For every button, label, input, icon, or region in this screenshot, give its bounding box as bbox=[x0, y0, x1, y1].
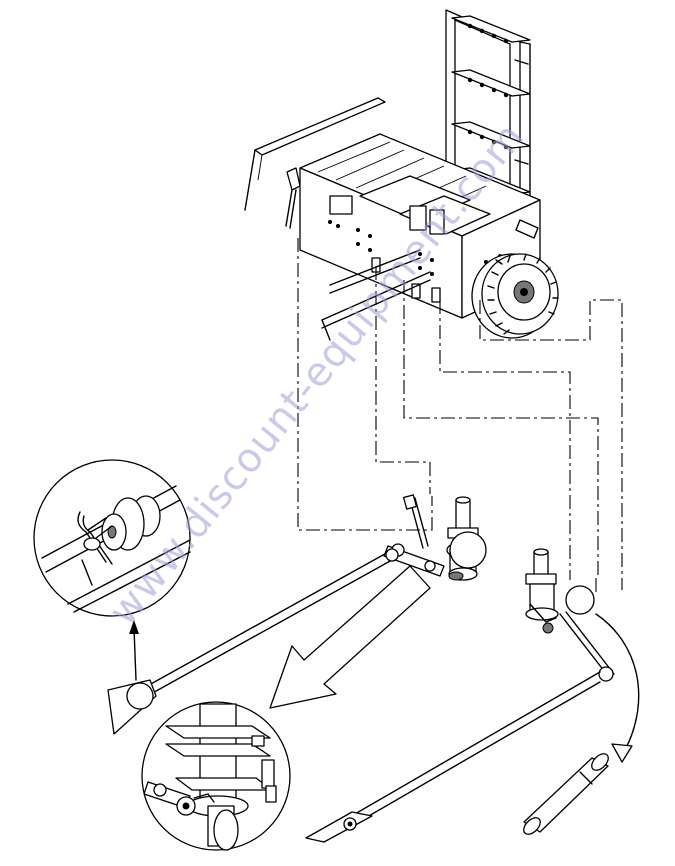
drive-wheel bbox=[471, 253, 559, 339]
frame-rail bbox=[321, 249, 431, 341]
bottom-plate-left bbox=[107, 679, 157, 735]
detail-view-pin bbox=[33, 459, 191, 617]
callout-arrow-icon bbox=[129, 620, 139, 681]
detail-view-pivot bbox=[141, 701, 291, 851]
steering-assembly-right bbox=[525, 548, 615, 682]
bottom-plate-right bbox=[305, 811, 373, 843]
tie-rod-right bbox=[347, 671, 601, 829]
detail-circle-icon bbox=[449, 531, 487, 569]
hydraulic-cylinder bbox=[523, 753, 609, 835]
assembly-leader-line bbox=[297, 238, 623, 596]
rotation-arrow-icon bbox=[595, 613, 640, 763]
steering-assembly-left bbox=[383, 494, 487, 581]
callout-arrow-icon bbox=[269, 565, 431, 709]
tie-rod-left bbox=[139, 548, 399, 701]
chassis-frame bbox=[244, 97, 541, 319]
detail-circle-icon bbox=[565, 585, 595, 615]
